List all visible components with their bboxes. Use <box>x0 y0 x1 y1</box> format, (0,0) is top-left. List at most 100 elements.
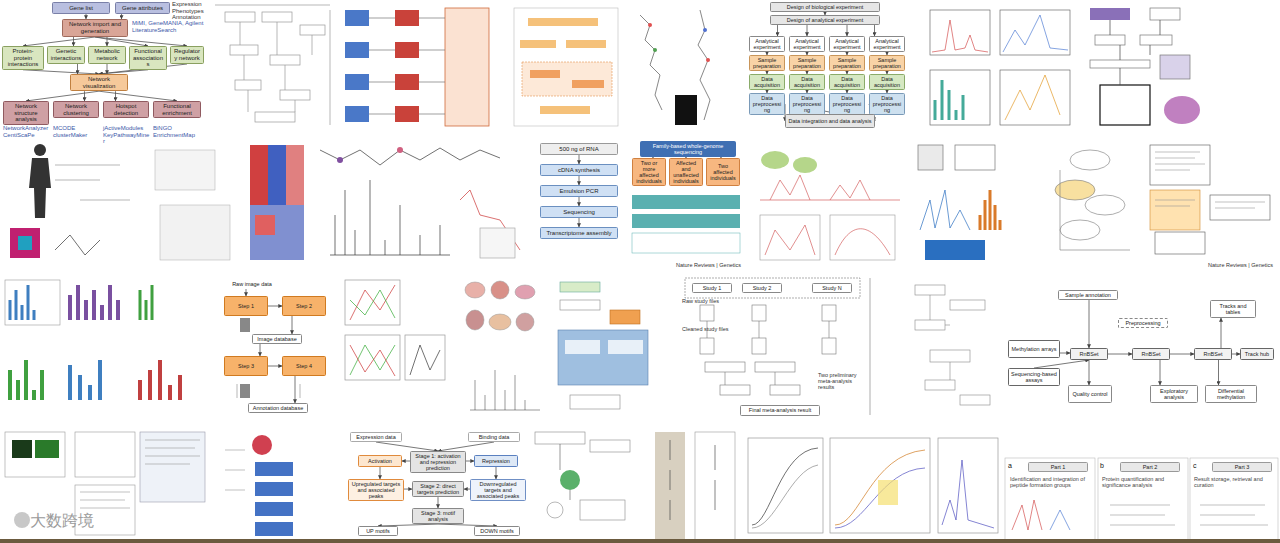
flow-arrow <box>73 37 74 46</box>
cell-image-thumbnail <box>760 215 820 260</box>
purple-flowchart-thumbnail <box>1140 35 1172 45</box>
node-text: Expression data <box>356 434 395 440</box>
organ-thumbnail <box>465 281 540 410</box>
node-text: RnBSet <box>1204 351 1223 357</box>
process-box: Exploratory analysis <box>1150 385 1198 403</box>
heatmap-thumbnail <box>155 145 304 260</box>
image-steps-thumbnail <box>240 318 250 332</box>
flow-arrow <box>268 306 282 307</box>
process-box: Study 1 <box>692 283 732 293</box>
process-box: Metabolic network <box>88 46 126 64</box>
chart-thumbnail <box>932 20 988 52</box>
node-text: 500 ng of RNA <box>559 146 598 153</box>
chromatogram-thumbnail <box>925 240 985 260</box>
node-text: Quality control <box>1072 391 1107 397</box>
node-text: Step 1 <box>238 303 254 309</box>
purple-flowchart-thumbnail <box>1100 85 1150 125</box>
flow-arrow <box>1221 318 1222 348</box>
image-steps-thumbnail <box>240 384 250 398</box>
process-box: Step 4 <box>282 356 326 376</box>
person-thumbnail <box>10 228 40 258</box>
process-box: Preprocessing <box>1118 318 1168 328</box>
node-text: Annotation database <box>253 405 303 411</box>
node-text: Sequencing <box>563 209 595 216</box>
process-box: 500 ng of RNA <box>540 143 618 155</box>
color-block-column <box>395 74 419 90</box>
bottom-strip <box>0 539 1280 543</box>
node-text: Part 3 <box>1235 464 1250 470</box>
node-text: Step 2 <box>296 303 312 309</box>
flow-arrow <box>579 155 580 164</box>
green-flowchart-thumbnail <box>565 340 600 354</box>
process-box: Transcriptome assembly <box>540 227 618 239</box>
chromatogram-thumbnail <box>980 190 1000 230</box>
annotation-text: MiMI, GeneMANIA, Agilent LiteratureSearc… <box>132 20 204 33</box>
green-flowchart-thumbnail <box>570 395 620 409</box>
node-text: Step 4 <box>296 363 312 369</box>
chart-thumbnail <box>930 10 990 55</box>
annotation-text: Result storage, retrieval and curation <box>1194 476 1276 488</box>
node-text: Analytical experiment <box>832 38 862 50</box>
line-plot-thumbnail <box>350 345 395 375</box>
curve-plot-thumbnail <box>752 465 818 528</box>
flow-arrow <box>376 442 438 451</box>
node-text: Metabolic network <box>91 48 123 61</box>
organ-thumbnail <box>465 282 485 298</box>
bar-chart-thumbnail <box>70 285 118 320</box>
line-plot-thumbnail <box>345 335 400 380</box>
meta-analysis-thumbnail <box>700 305 714 321</box>
line-plot-thumbnail <box>350 285 395 320</box>
flowchart-thumbnail <box>215 5 330 125</box>
bar-chart-thumbnail <box>10 285 34 320</box>
meta-analysis-thumbnail <box>700 338 714 354</box>
green-flowchart-thumbnail <box>558 330 648 385</box>
annotation-text: Identification and integration of peptid… <box>1010 476 1094 488</box>
node-text: Hotspot detection <box>106 103 146 116</box>
rna-seq-side-panel <box>632 233 740 253</box>
flow-arrow <box>1034 360 1089 368</box>
color-block-column <box>445 8 489 126</box>
part-panels-thumbnail <box>1012 500 1042 530</box>
organ-thumbnail <box>489 314 511 330</box>
heatmap-thumbnail <box>286 145 304 205</box>
flowchart-thumbnail <box>225 12 255 22</box>
rna-seq-side-panel <box>632 195 740 209</box>
node-text: DOWN motifs <box>480 528 514 534</box>
line-plot-thumbnail <box>410 345 440 375</box>
small-flowchart-thumbnail <box>915 320 945 330</box>
cell-image-thumbnail <box>760 175 900 200</box>
node-text: cDNA synthesis <box>558 167 600 174</box>
node-text: Data preprocessing <box>792 95 822 113</box>
purple-flowchart-thumbnail <box>1164 96 1200 124</box>
orange-flowchart-thumbnail <box>540 106 590 114</box>
color-block-column <box>345 106 369 122</box>
process-box: Genetic interactions <box>47 46 85 64</box>
screenshot-thumbnail <box>140 432 205 502</box>
process-box: Sequencing-based assays <box>1008 368 1060 386</box>
flow-arrow <box>99 91 177 101</box>
meta-analysis-thumbnail <box>752 305 766 321</box>
color-block-column <box>395 42 419 58</box>
node-text: Stage 1: activation and repression predi… <box>413 453 463 471</box>
heatmap-thumbnail <box>250 205 304 260</box>
node-text: Final meta-analysis result <box>749 407 811 413</box>
flow-arrow <box>26 91 99 101</box>
process-box: Sample preparation <box>869 55 905 71</box>
node-text: Study N <box>822 285 842 291</box>
purple-flowchart-thumbnail <box>1095 35 1125 45</box>
molecule-sketch <box>653 48 657 52</box>
blue-steps-thumbnail <box>255 502 293 516</box>
annotation-text: Nature Reviews | Genetics <box>1208 262 1273 268</box>
color-block-column <box>395 10 419 26</box>
process-box: Part 3 <box>1212 462 1272 472</box>
part-panels-thumbnail <box>1190 458 1278 540</box>
process-box: Step 2 <box>282 296 326 316</box>
node-text: Gene list <box>69 5 93 12</box>
person-thumbnail <box>29 158 51 218</box>
text-panel-thumbnail <box>1150 145 1270 254</box>
process-box: Final meta-analysis result <box>740 405 820 416</box>
flowchart-thumbnail <box>235 80 261 90</box>
curve-plot-thumbnail <box>748 438 998 533</box>
color-block-column <box>345 10 369 26</box>
